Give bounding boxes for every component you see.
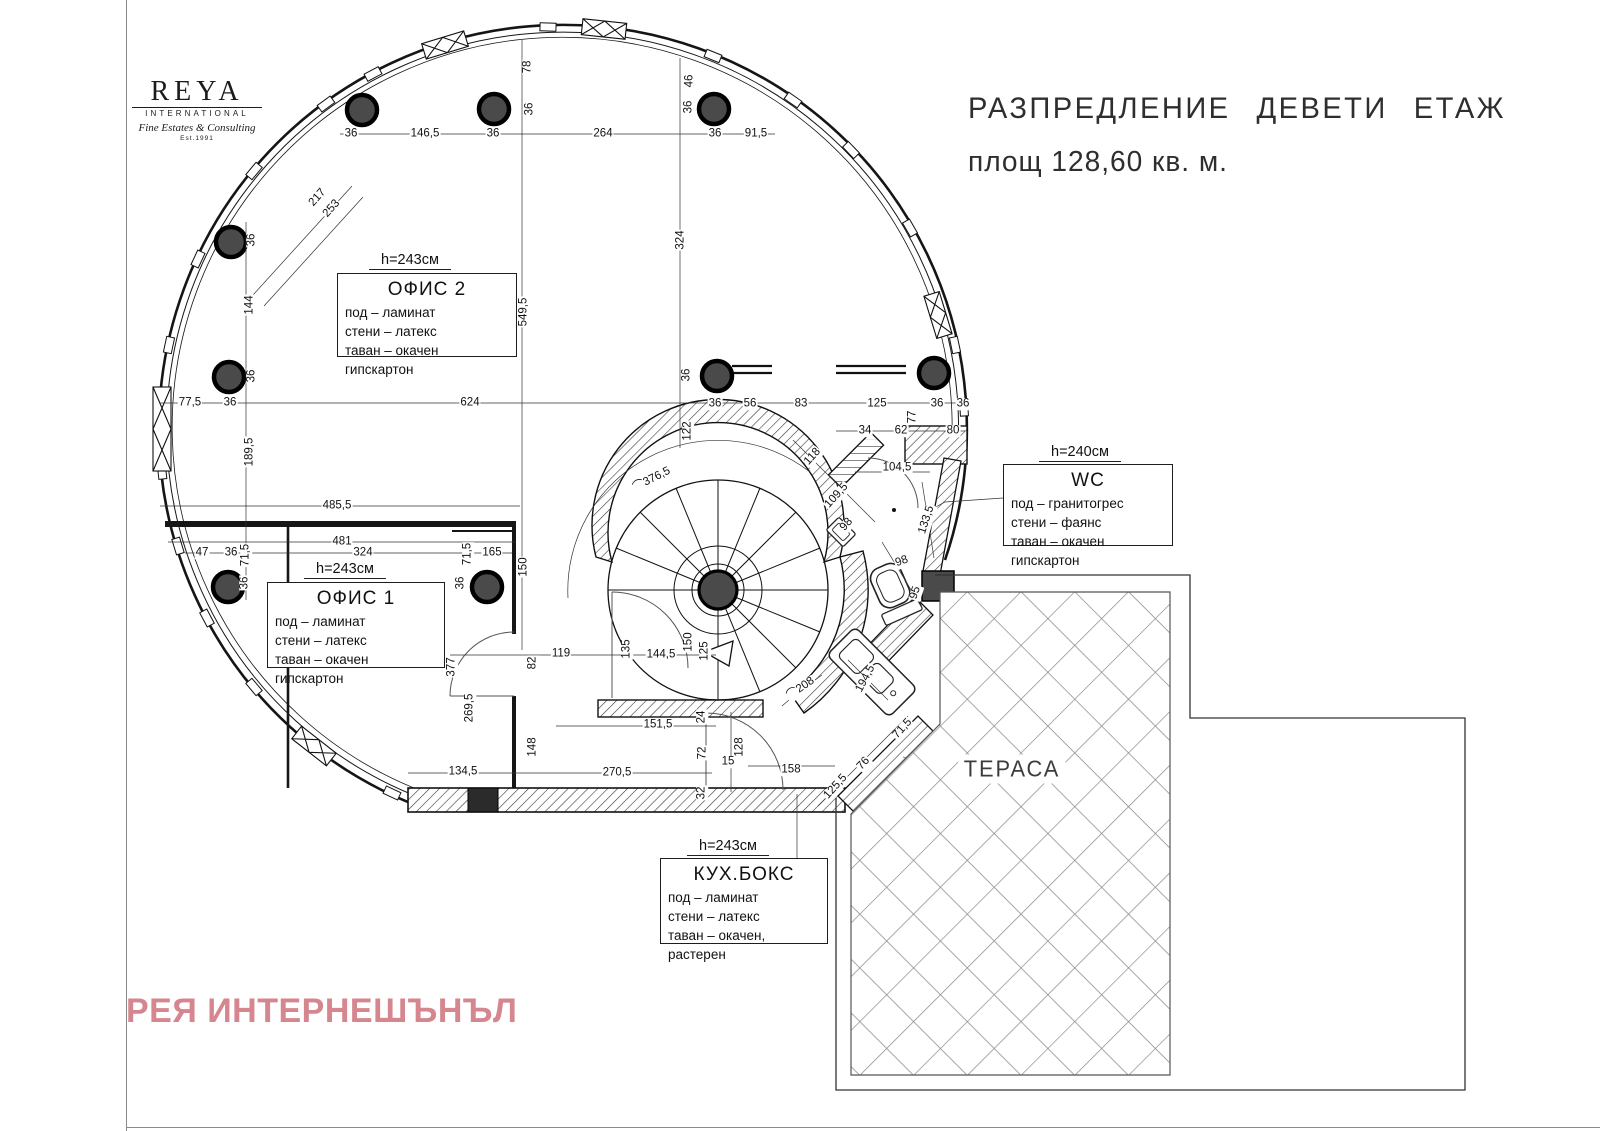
terrace bbox=[835, 574, 1466, 1091]
wc-name: WC bbox=[1071, 470, 1105, 491]
logo-subtitle: INTERNATIONAL bbox=[132, 107, 262, 118]
office2-name: ОФИС 2 bbox=[387, 279, 467, 300]
window-ticks bbox=[156, 22, 969, 801]
logo-brand: REYA bbox=[150, 76, 244, 107]
toilet bbox=[869, 562, 923, 626]
office2-floor: под – ламинат bbox=[345, 305, 436, 320]
logo-tagline: Fine Estates & Consulting bbox=[138, 122, 256, 134]
x-windows bbox=[152, 18, 953, 767]
office1-height-label: h=243см bbox=[304, 561, 386, 579]
sheet-frame-left bbox=[126, 0, 127, 1131]
kitchenette-height-label: h=243см bbox=[687, 838, 769, 856]
office2-height-label: h=243см bbox=[369, 252, 451, 270]
kitchenette-floor: под – ламинат bbox=[668, 890, 759, 905]
drawing-area: площ 128,60 кв. м. bbox=[968, 146, 1228, 178]
stair-direction-arrow bbox=[702, 639, 734, 668]
wc-height-label: h=240см bbox=[1039, 444, 1121, 462]
wc-box: WC под – гранитогрес стени – фаянс таван… bbox=[1003, 464, 1173, 568]
wc-walls: стени – фаянс bbox=[1011, 515, 1102, 531]
office2-ceiling: таван – окачен гипскартон bbox=[345, 343, 439, 378]
office2-walls: стени – латекс bbox=[345, 324, 437, 340]
kitchenette-walls: стени – латекс bbox=[668, 909, 760, 925]
logo-est: Est.1991 bbox=[180, 135, 214, 142]
wc-ceiling: таван – окачен гипскартон bbox=[1011, 534, 1105, 569]
kitchenette-ceiling: таван – окачен, растерен bbox=[668, 928, 766, 963]
terrace-label: ТЕРАСА bbox=[958, 754, 1066, 784]
stair-center-column bbox=[697, 569, 739, 611]
office1-floor: под – ламинат bbox=[275, 614, 366, 629]
title-block: РАЗПРЕДЛЕНИЕ ДЕВЕТИ ЕТАЖ площ 128,60 кв.… bbox=[968, 92, 1506, 179]
reya-logo: REYA INTERNATIONAL Fine Estates & Consul… bbox=[132, 78, 262, 142]
columns bbox=[210, 91, 952, 605]
office1-box: ОФИС 1 под – ламинат стени – латекс тава… bbox=[267, 582, 445, 686]
beams bbox=[732, 364, 906, 375]
drawing-title: РАЗПРЕДЛЕНИЕ ДЕВЕТИ ЕТАЖ bbox=[968, 92, 1506, 125]
office1-name: ОФИС 1 bbox=[316, 588, 396, 609]
office2-box: ОФИС 2 под – ламинат стени – латекс тава… bbox=[337, 273, 517, 377]
sheet-frame-bottom bbox=[126, 1127, 1600, 1128]
office1-walls: стени – латекс bbox=[275, 633, 367, 649]
office1-ceiling: таван – окачен гипскартон bbox=[275, 652, 369, 687]
building-perimeter bbox=[157, 23, 969, 808]
wc-floor: под – гранитогрес bbox=[1011, 496, 1124, 511]
spiral-stair bbox=[607, 479, 829, 701]
kitchenette-box: КУХ.БОКС под – ламинат стени – латекс та… bbox=[660, 858, 828, 962]
watermark-text: РЕЯ ИНТЕРНЕШЪНЪЛ bbox=[126, 992, 518, 1030]
kitchenette-name: КУХ.БОКС bbox=[693, 864, 795, 885]
